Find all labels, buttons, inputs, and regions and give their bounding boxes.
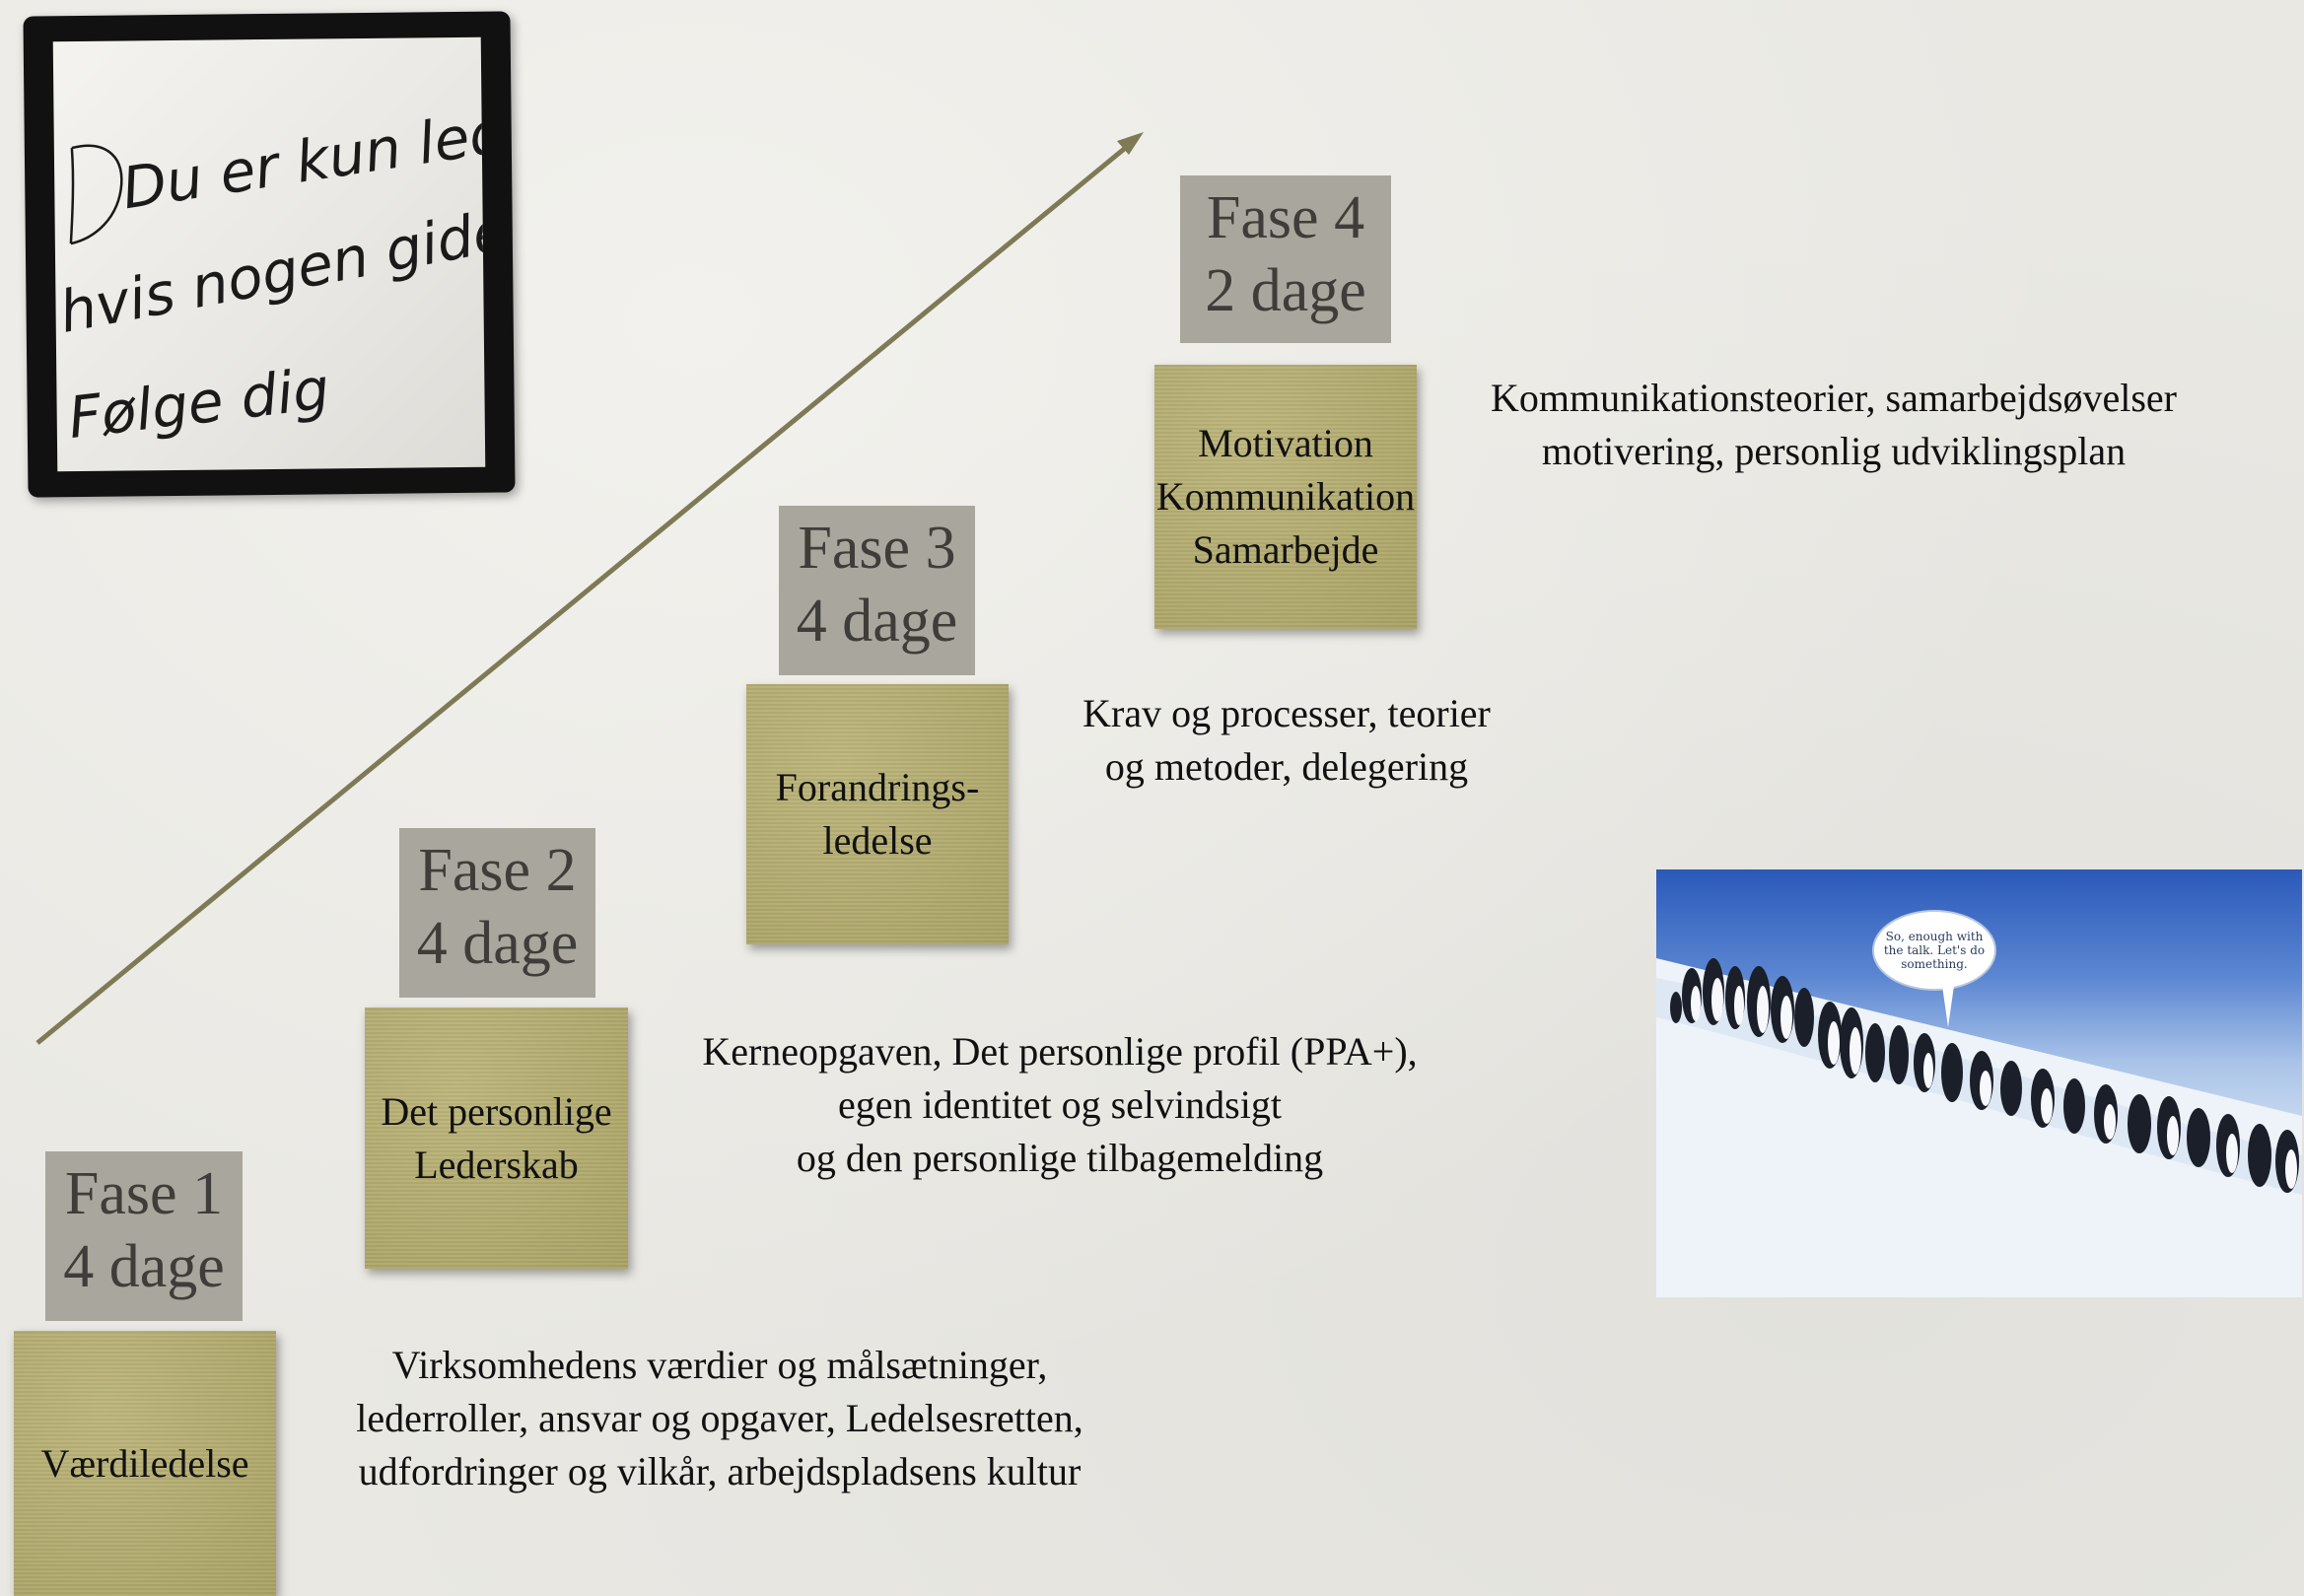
phase-3-label: Fase 3 4 dage xyxy=(779,506,975,675)
handwritten-quote: Du er kun leder hvis nogen gider at Følg… xyxy=(54,89,485,451)
phase-2-description: Kerneopgaven, Det personlige profil (PPA… xyxy=(631,1025,1489,1185)
phase-1-desc-line: lederroller, ansvar og opgaver, Ledelses… xyxy=(356,1396,1083,1440)
phase-2-note-line: Det personlige xyxy=(381,1088,612,1134)
phase-3-note: Forandrings- ledelse xyxy=(746,684,1009,944)
penguins-illustration: So, enough with the talk. Let's do somet… xyxy=(1656,910,2302,1297)
phase-2-note: Det personlige Lederskab xyxy=(365,1007,628,1269)
phase-2-note-line: Lederskab xyxy=(414,1142,579,1187)
arrow-line xyxy=(35,139,1136,1045)
penguin-bellies xyxy=(1691,978,2297,1189)
phase-3-desc-line: Krav og processer, teorier xyxy=(1082,691,1491,735)
quote-frame: Du er kun leder hvis nogen gider at Følg… xyxy=(23,11,516,498)
phase-1-note-line: Værdiledelse xyxy=(40,1440,249,1486)
phase-3-title: Fase 3 xyxy=(798,515,956,582)
phase-2-desc-line: egen identitet og selvindsigt xyxy=(838,1082,1282,1127)
phase-4-note-line: Kommunikation xyxy=(1155,474,1416,519)
arrow-head xyxy=(1117,132,1144,155)
penguins-image: So, enough with the talk. Let's do somet… xyxy=(1656,869,2302,1297)
bubble-line-1: So, enough with xyxy=(1886,930,1984,943)
bubble-line-2: the talk. Let's do xyxy=(1884,943,1985,957)
phase-4-note-line: Samarbejde xyxy=(1192,527,1379,572)
phase-3-note-line: Forandrings- xyxy=(775,765,980,809)
phase-4-description: Kommunikationsteorier, samarbejdsøvelser… xyxy=(1420,372,2248,478)
phase-1-description: Virksomhedens værdier og målsætninger, l… xyxy=(291,1339,1149,1498)
phase-4-note-line: Motivation xyxy=(1198,421,1373,465)
phase-2-title: Fase 2 xyxy=(418,837,577,904)
quote-paper: Du er kun leder hvis nogen gider at Følg… xyxy=(52,36,486,472)
phase-1-days: 4 dage xyxy=(63,1233,225,1300)
phase-1-note: Værdiledelse xyxy=(14,1331,276,1596)
handwriting-stroke-d xyxy=(69,144,123,245)
phase-1-title: Fase 1 xyxy=(64,1160,224,1227)
phase-2-desc-line: og den personlige tilbagemelding xyxy=(796,1136,1324,1180)
phase-1-desc-line: udfordringer og vilkår, arbejdspladsens … xyxy=(358,1449,1082,1493)
phase-4-desc-line: motivering, personlig udviklingsplan xyxy=(1541,429,2127,473)
phase-1-label: Fase 1 4 dage xyxy=(45,1151,243,1321)
phase-2-label: Fase 2 4 dage xyxy=(399,828,595,998)
speech-bubble: So, enough with the talk. Let's do somet… xyxy=(1872,910,1996,1027)
bubble-line-3: something. xyxy=(1901,957,1967,971)
phase-3-days: 4 dage xyxy=(796,588,958,655)
phase-4-note: Motivation Kommunikation Samarbejde xyxy=(1154,365,1417,629)
phase-4-desc-line: Kommunikationsteorier, samarbejdsøvelser xyxy=(1491,376,2177,420)
phase-2-days: 4 dage xyxy=(416,910,579,977)
phase-3-desc-line: og metoder, delegering xyxy=(1104,744,1469,789)
phase-4-label: Fase 4 2 dage xyxy=(1180,175,1391,343)
phase-3-description: Krav og processer, teorier og metoder, d… xyxy=(1040,687,1533,794)
phase-2-desc-line: Kerneopgaven, Det personlige profil (PPA… xyxy=(702,1029,1418,1074)
phase-4-days: 2 dage xyxy=(1205,257,1366,324)
phase-1-desc-line: Virksomhedens værdier og målsætninger, xyxy=(391,1343,1048,1387)
phase-3-note-line: ledelse xyxy=(822,818,933,863)
phase-4-title: Fase 4 xyxy=(1206,184,1365,251)
